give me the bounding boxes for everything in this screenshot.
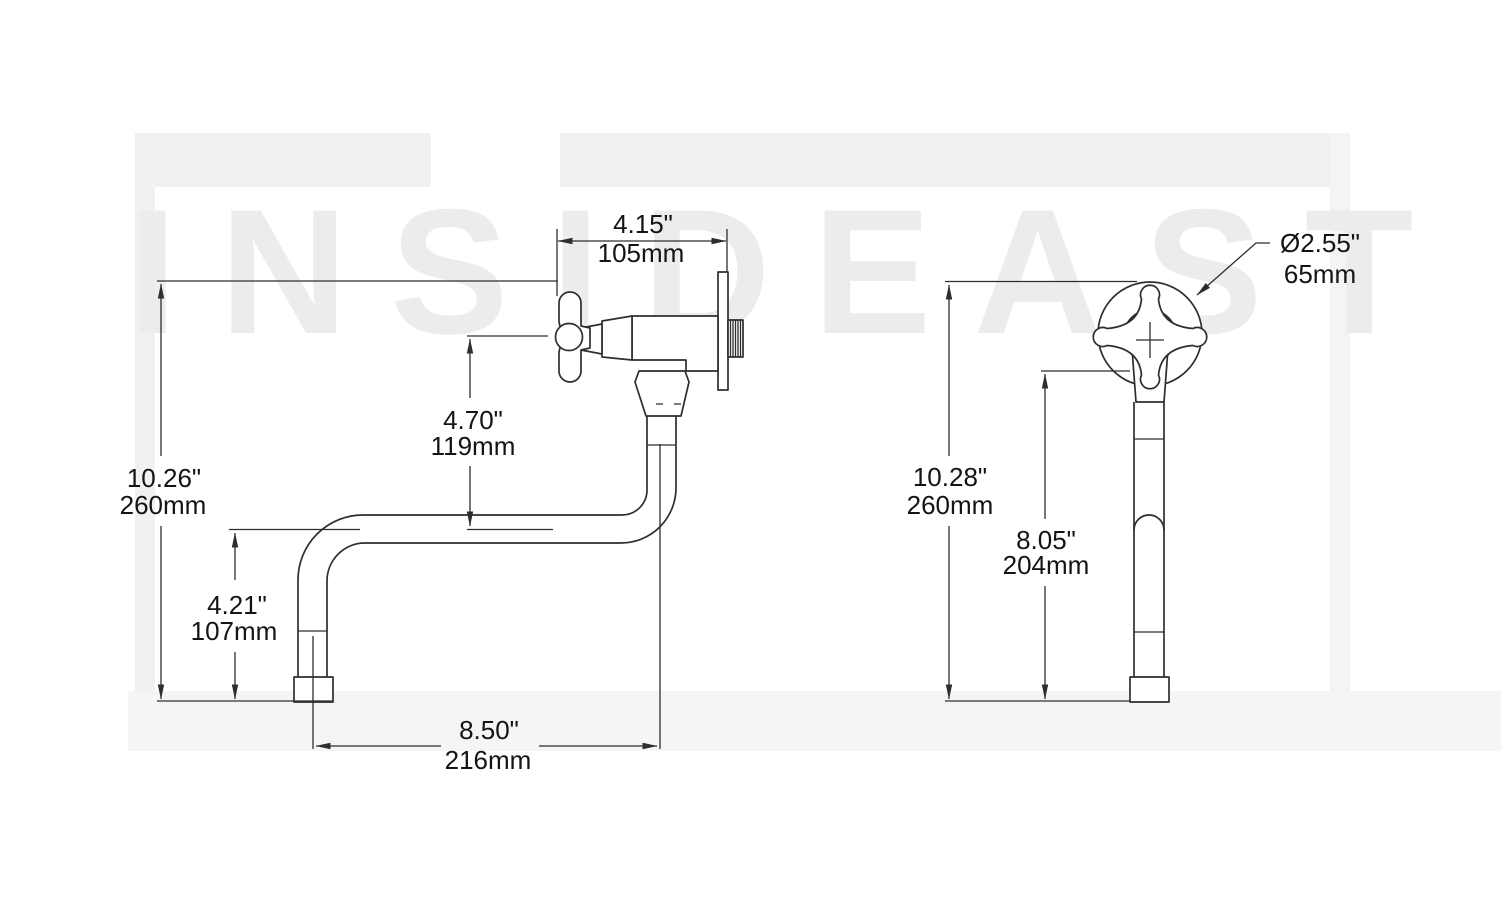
- front-view-faucet: [1092, 281, 1208, 703]
- valve-body: [631, 315, 719, 372]
- side-view-dimensions: 10.26" 260mm 4.21" 107mm 4.70" 119mm 4.1…: [120, 209, 728, 775]
- watermark-frame-band-bottom: [128, 691, 1501, 751]
- handle-center-mark: [1136, 322, 1164, 358]
- label-handle-to-spout-in: 4.70": [443, 405, 503, 435]
- wall-flange-plate: [717, 271, 729, 391]
- spout-outer-edge: [326, 416, 677, 677]
- label-top-width-in: 4.15": [613, 209, 673, 239]
- front-spout-projection-arc: [1133, 514, 1165, 531]
- front-nozzle: [1129, 676, 1170, 703]
- label-overall-height-mm: 260mm: [120, 490, 207, 520]
- watermark-frame-band-top-left: [135, 133, 431, 187]
- watermark-frame-band-top-right: [560, 133, 1348, 187]
- watermark-frame-band-right: [1330, 133, 1350, 705]
- label-front-height-mm: 260mm: [907, 490, 994, 520]
- label-spout-reach-mm: 216mm: [445, 745, 532, 775]
- leader-handle-diameter: [1196, 242, 1270, 296]
- spout-inner-edge: [297, 416, 648, 677]
- label-handle-to-spout-mm: 119mm: [431, 431, 516, 461]
- label-overall-height-in: 10.26": [127, 463, 201, 493]
- side-view-faucet: [293, 271, 744, 703]
- label-spout-reach-in: 8.50": [459, 715, 519, 745]
- spout-coupling-nut: [634, 370, 690, 417]
- cross-handle-front-arm: [554, 322, 584, 352]
- label-spout-drop-in: 4.21": [207, 590, 267, 620]
- watermark-frame-band-left: [135, 133, 155, 705]
- label-body-height-in: 8.05": [1016, 525, 1076, 555]
- label-top-width-mm: 105mm: [598, 238, 685, 268]
- thread-hatching: [729, 320, 742, 357]
- valve-bonnet: [601, 315, 633, 361]
- label-handle-diameter-in: Ø2.55": [1280, 228, 1360, 258]
- label-body-height-mm: 204mm: [1003, 550, 1090, 580]
- label-spout-drop-mm: 107mm: [191, 616, 278, 646]
- label-handle-diameter-mm: 65mm: [1284, 259, 1356, 289]
- label-front-height-in: 10.28": [913, 462, 987, 492]
- front-view-dimensions: 10.28" 260mm 8.05" 204mm Ø2.55" 65mm: [907, 228, 1360, 702]
